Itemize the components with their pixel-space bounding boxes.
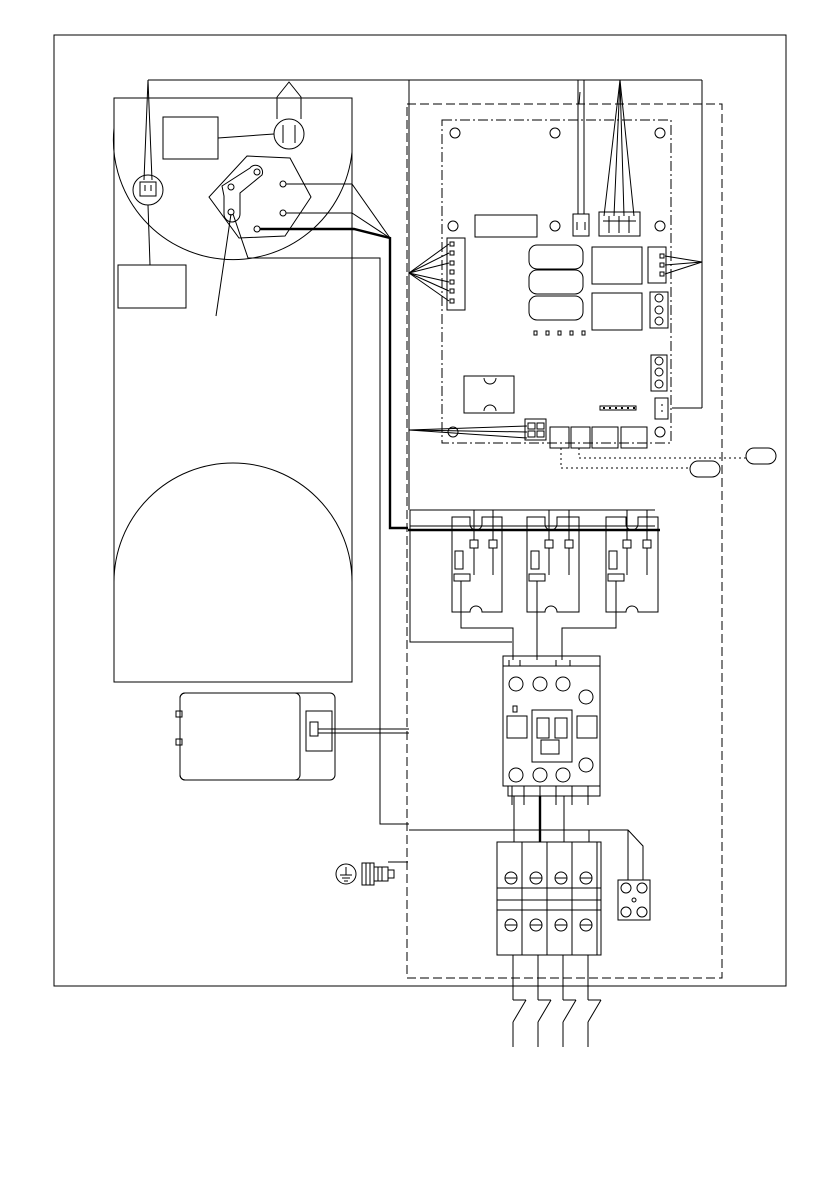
- board-header-pins: [600, 406, 636, 410]
- heating-element-relays: [408, 510, 660, 660]
- board-terminal-3way: [650, 292, 668, 328]
- board-transformer: [464, 376, 514, 413]
- board-mounting-holes: [448, 128, 665, 437]
- board-connector-small: [655, 398, 668, 419]
- board-connector-right-3pin: [648, 247, 702, 283]
- board-connector-2pin: [573, 80, 589, 236]
- board-connector-4pin: [579, 80, 640, 236]
- temperature-sensor: [133, 175, 163, 205]
- board-connector-7pin: [409, 238, 465, 310]
- board-bottom-connectors: [409, 419, 647, 448]
- control-board: [442, 120, 671, 443]
- tank-sensor-box: [163, 117, 218, 159]
- main-contactor: [503, 656, 600, 805]
- board-display: [475, 215, 537, 237]
- thermostat-wires: [233, 184, 409, 824]
- external-dotted-wires: [561, 448, 776, 477]
- terminal-block: [409, 796, 601, 955]
- tank-label-plate: [118, 265, 186, 308]
- transformer: [176, 693, 409, 780]
- thermostat: [209, 156, 311, 316]
- fuse-holder: [601, 830, 650, 920]
- pressure-gauge: [274, 82, 304, 149]
- board-relays: [529, 245, 642, 335]
- board-terminal-3way-lower: [651, 355, 667, 391]
- earth-terminal: [336, 862, 408, 885]
- mains-supply: [513, 955, 601, 1047]
